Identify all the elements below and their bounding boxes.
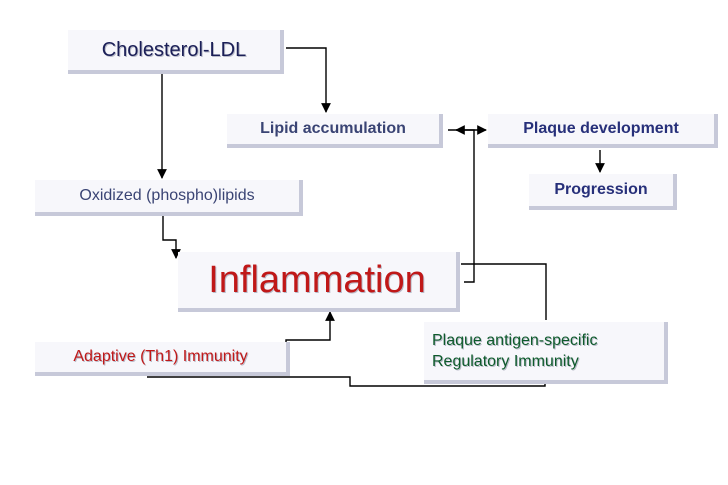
node-adaptive-th1-immunity: Adaptive (Th1) Immunity [35,342,290,376]
node-lipid-accumulation-label: Lipid accumulation [260,120,406,137]
node-plaque-development-label: Plaque development [523,120,679,137]
node-regulatory-immunity-line2: Regulatory Immunity [432,353,579,370]
node-oxidized-phospholipids-label: Oxidized (phospho)lipids [79,187,255,204]
node-inflammation-label: Inflammation [208,258,426,301]
connector-regulatory-bracket [461,263,547,320]
node-progression-label: Progression [554,181,648,198]
connector-adaptive-to-inflammation [285,311,335,352]
node-lipid-accumulation: Lipid accumulation [227,114,443,148]
node-inflammation: Inflammation [178,252,460,312]
node-oxidized-phospholipids: Oxidized (phospho)lipids [35,180,303,216]
node-regulatory-immunity: Plaque antigen-specific Regulatory Immun… [424,322,668,384]
node-cholesterol-ldl-label: Cholesterol-LDL [101,38,247,61]
node-adaptive-th1-immunity-label: Adaptive (Th1) Immunity [73,348,248,365]
connector-oxidized-to-inflammation [162,216,181,259]
connector-inflammation-to-lipid [455,125,475,283]
node-progression: Progression [529,174,677,210]
connector-regulatory-feedback [147,376,546,387]
node-regulatory-immunity-line1: Plaque antigen-specific [432,332,598,349]
node-plaque-development: Plaque development [488,114,718,148]
node-cholesterol-ldl: Cholesterol-LDL [68,30,284,74]
connector-cholesterol-to-lipid [286,47,331,113]
